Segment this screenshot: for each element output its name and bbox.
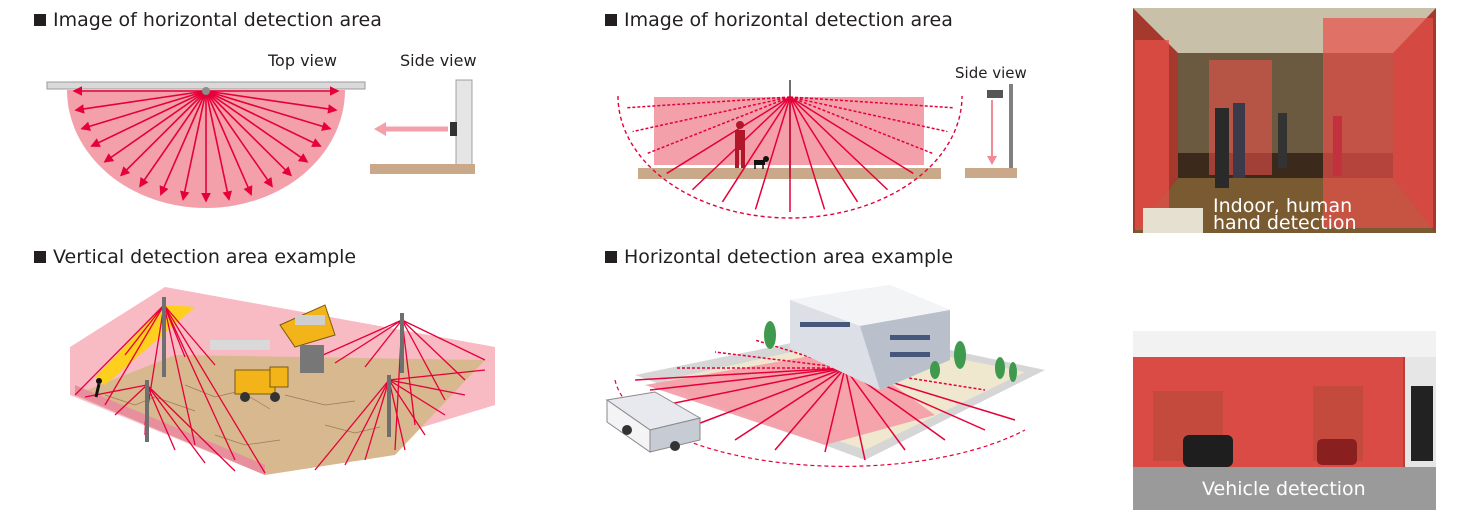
- detection-ray: [163, 304, 266, 474]
- detection-ray: [844, 367, 986, 391]
- detection-ray: [634, 367, 846, 381]
- side-view-diagram-2: [965, 84, 1017, 178]
- detection-ray: [789, 96, 948, 133]
- detection-ray: [74, 90, 207, 114]
- detection-ray: [205, 90, 309, 163]
- detection-ray: [334, 319, 403, 364]
- detection-ray: [774, 367, 846, 451]
- bullet-square-icon: [605, 14, 617, 26]
- detection-ray: [714, 351, 846, 369]
- indoor-caption-line2: hand detection: [1213, 212, 1357, 233]
- gallery-scene: [1133, 8, 1436, 233]
- detection-ray: [159, 90, 207, 196]
- top-view-diagram: [46, 81, 366, 208]
- vehicle-detection-photo: Vehicle detection: [1133, 331, 1436, 510]
- detection-ray: [789, 96, 859, 203]
- detection-ray: [388, 379, 406, 451]
- detection-ray: [205, 90, 273, 188]
- detection-ray: [163, 304, 196, 446]
- detection-ray: [625, 96, 791, 109]
- detection-ray: [205, 90, 338, 114]
- detection-ray: [205, 90, 332, 131]
- side-view-diagram: [370, 79, 475, 174]
- detection-ray: [694, 367, 846, 426]
- detection-ray: [146, 384, 206, 464]
- detection-ray: [401, 319, 486, 361]
- detection-ray: [646, 96, 791, 155]
- bullet-square-icon: [605, 251, 617, 263]
- detection-ray: [344, 379, 390, 466]
- detection-ray: [104, 304, 165, 406]
- side-view-label: Side view: [955, 64, 1027, 82]
- front-view-diagram: [617, 80, 963, 219]
- detection-ray: [734, 367, 846, 441]
- detection-ray: [388, 379, 466, 396]
- detection-ray: [824, 367, 846, 453]
- heading-side-view-area: Image of horizontal detection area: [605, 9, 953, 31]
- detection-ray: [388, 379, 446, 416]
- detection-ray: [146, 384, 176, 451]
- detection-ray: [388, 379, 426, 436]
- detection-ray: [789, 96, 889, 191]
- detection-ray: [163, 304, 236, 461]
- detection-ray: [789, 96, 955, 109]
- detection-ray: [139, 90, 207, 188]
- detection-ray: [163, 304, 186, 358]
- detection-ray: [401, 319, 446, 401]
- detection-ray: [74, 304, 165, 396]
- detection-ray: [103, 90, 207, 163]
- side-view-label: Side view: [400, 51, 477, 70]
- detection-ray: [80, 90, 207, 131]
- detection-ray: [205, 90, 322, 147]
- detection-ray: [146, 384, 236, 472]
- detection-ray: [401, 319, 416, 426]
- detection-ray: [789, 96, 914, 175]
- detection-ray: [401, 319, 466, 381]
- detection-ray: [364, 379, 390, 461]
- heading-top-view-area: Image of horizontal detection area: [34, 9, 382, 31]
- heading-vertical-example: Vertical detection area example: [34, 246, 356, 268]
- detection-ray: [364, 319, 403, 368]
- vehicle-caption: Vehicle detection: [1202, 478, 1366, 500]
- detection-ray: [789, 96, 934, 155]
- construction-site-illustration: [70, 287, 495, 475]
- detection-ray: [124, 304, 165, 356]
- detection-ray: [114, 384, 148, 416]
- detection-ray: [754, 96, 791, 210]
- building-illustration: [605, 285, 1045, 467]
- detection-ray: [632, 96, 791, 133]
- detection-ray: [163, 304, 216, 366]
- detection-ray: [844, 367, 906, 451]
- indoor-caption-line1: Indoor, human: [1213, 195, 1353, 217]
- detection-ray: [666, 96, 791, 175]
- detection-ray: [205, 90, 253, 196]
- indoor-gallery-photo: Indoor, human hand detection: [1133, 8, 1436, 233]
- detection-ray: [205, 90, 232, 201]
- detection-ray: [314, 379, 390, 471]
- detection-ray: [721, 96, 791, 203]
- detection-ray: [180, 90, 207, 201]
- detection-ray: [388, 369, 486, 381]
- detection-ray: [664, 367, 846, 406]
- detection-ray: [789, 96, 826, 210]
- bullet-square-icon: [34, 14, 46, 26]
- detection-ray: [205, 90, 292, 177]
- detection-ray: [649, 367, 846, 391]
- heading-horizontal-example: Horizontal detection area example: [605, 246, 953, 268]
- detection-ray: [844, 367, 866, 461]
- detection-ray: [90, 90, 207, 147]
- detection-ray: [120, 90, 207, 177]
- bullet-square-icon: [34, 251, 46, 263]
- top-view-label: Top view: [268, 51, 337, 70]
- vehicle-scene: [1133, 331, 1436, 510]
